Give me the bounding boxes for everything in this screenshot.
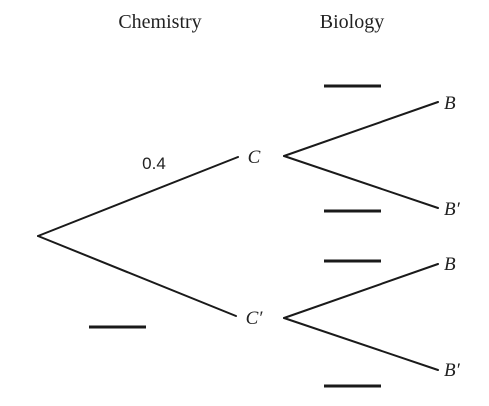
chemistry-header: Chemistry: [118, 11, 201, 33]
branch-c-prime-to-b: [283, 263, 439, 319]
branch-root-to-c: [37, 156, 239, 237]
node-b-prime-upper: B′: [444, 199, 461, 220]
biology-header: Biology: [320, 11, 384, 33]
node-c-prime: C′: [246, 308, 264, 329]
node-b-lower: B: [444, 254, 456, 275]
branch-c-prime-to-b-prime: [283, 317, 439, 371]
node-c: C: [248, 147, 261, 168]
branch-c-to-b: [283, 101, 439, 157]
node-b-upper: B: [444, 93, 456, 114]
branch-root-to-c-prime: [37, 235, 237, 317]
node-b-prime-lower: B′: [444, 360, 461, 381]
probability-c: 0.4: [142, 154, 166, 173]
branch-c-to-b-prime: [283, 155, 439, 209]
